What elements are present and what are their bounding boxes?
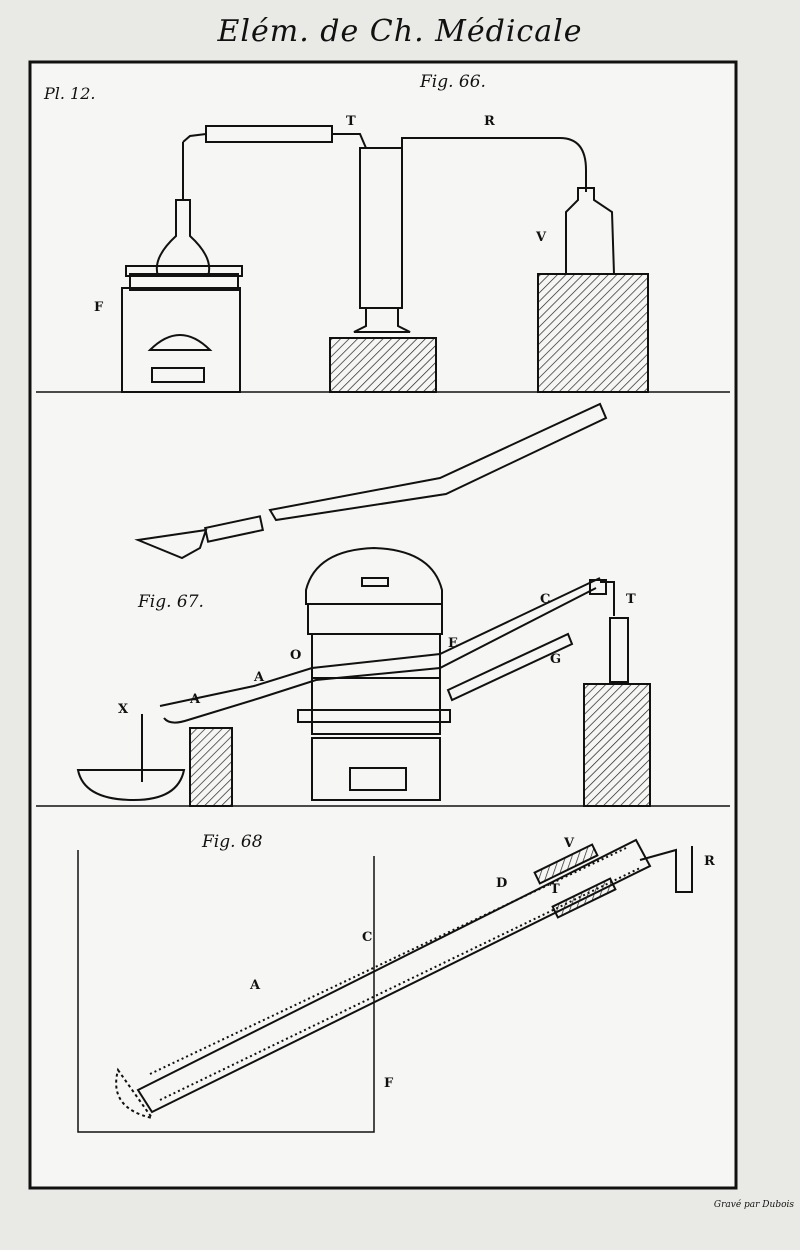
trough-f bbox=[77, 850, 375, 1133]
engraver-credit: Gravé par Dubois bbox=[713, 1200, 794, 1210]
letter-c: C bbox=[362, 930, 373, 945]
figure-67-label: Fig. 67. bbox=[138, 592, 204, 612]
porcelain-tube bbox=[115, 838, 652, 1120]
outlet-tube-t bbox=[600, 581, 615, 616]
letter-t: T bbox=[626, 592, 636, 607]
letter-g: G bbox=[550, 652, 562, 667]
letter-r: R bbox=[484, 114, 495, 129]
brick-stand bbox=[537, 273, 649, 393]
letter-t: T bbox=[550, 882, 560, 897]
figure-66-label: Fig. 66. bbox=[420, 72, 486, 92]
flask bbox=[155, 142, 211, 277]
letter-f: F bbox=[384, 1076, 394, 1091]
condenser-tube bbox=[182, 125, 367, 149]
letter-e: E bbox=[448, 636, 458, 651]
brick-stand bbox=[583, 683, 651, 807]
inclined-trough-g bbox=[446, 632, 574, 702]
delivery-tube-r bbox=[401, 137, 587, 192]
receiver-tube-t bbox=[353, 147, 411, 333]
letter-f: F bbox=[94, 300, 104, 315]
letter-d: D bbox=[496, 876, 508, 891]
receiver-t bbox=[609, 617, 629, 683]
letter-o: O bbox=[290, 648, 302, 663]
basin bbox=[76, 769, 186, 802]
furnace bbox=[297, 546, 451, 801]
letter-r: R bbox=[704, 854, 715, 869]
letter-c: C bbox=[540, 592, 551, 607]
bent-tube bbox=[134, 402, 608, 560]
brick-stand bbox=[329, 337, 437, 393]
letter-a: A bbox=[254, 670, 265, 685]
figure-68-label: Fig. 68 bbox=[202, 832, 263, 852]
letter-t: T bbox=[346, 114, 356, 129]
page-title: Elém. de Ch. Médicale bbox=[217, 14, 583, 49]
letter-x: X bbox=[118, 702, 129, 717]
plate-number: Pl. 12. bbox=[44, 84, 96, 103]
bent-tube-r bbox=[639, 846, 693, 893]
letter-a: A bbox=[250, 978, 261, 993]
tube-through-furnace bbox=[159, 577, 607, 724]
plate-frame bbox=[28, 60, 738, 1190]
letter-a: A bbox=[190, 692, 201, 707]
brick-stand bbox=[189, 727, 233, 807]
letter-v: V bbox=[564, 836, 575, 851]
letter-v: V bbox=[536, 230, 547, 245]
